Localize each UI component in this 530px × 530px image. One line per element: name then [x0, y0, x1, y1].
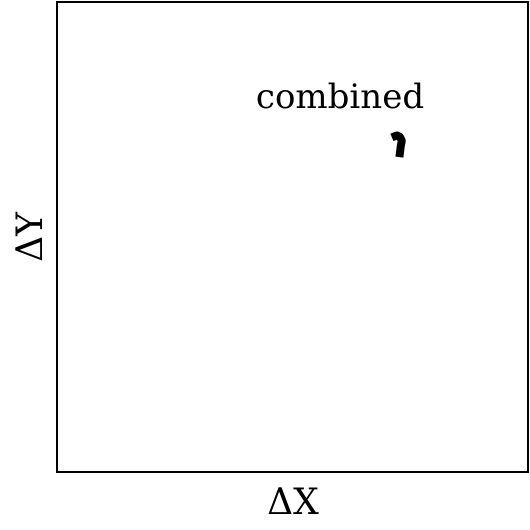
y-axis-label: ΔY — [10, 211, 51, 262]
x-axis-label: ΔX — [267, 482, 319, 523]
series-layer — [390, 131, 406, 158]
plot-area-frame — [56, 1, 529, 473]
series-line-0 — [390, 131, 406, 158]
annotation-combined: combined — [256, 77, 424, 117]
